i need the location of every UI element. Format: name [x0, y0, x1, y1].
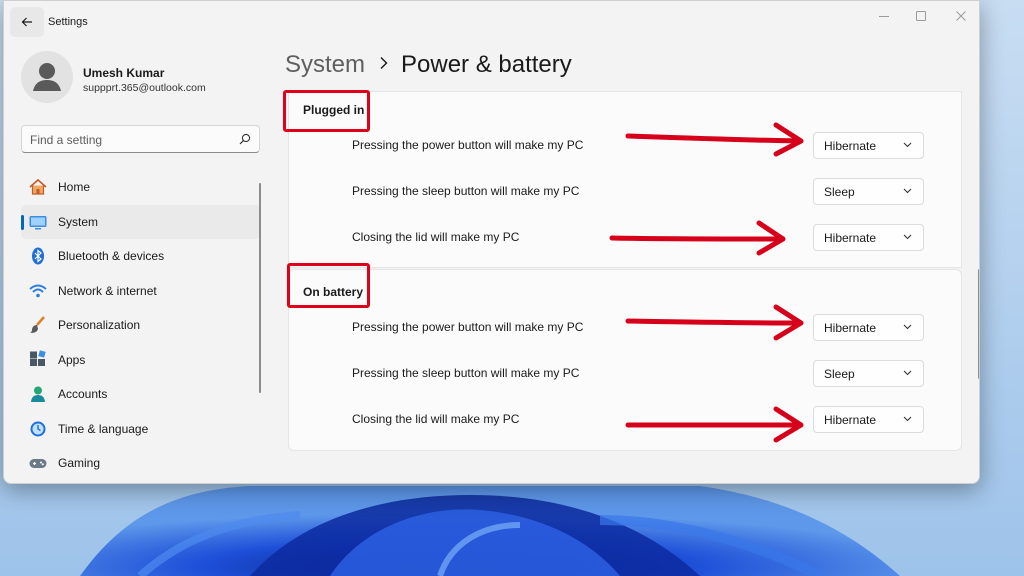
user-profile[interactable]: Umesh Kumar suppprt.365@outlook.com — [21, 49, 261, 105]
page-title: Power & battery — [401, 51, 572, 78]
time-language-icon — [28, 419, 48, 439]
setting-label: Pressing the sleep button will make my P… — [352, 366, 580, 380]
user-name: Umesh Kumar — [83, 66, 165, 80]
setting-label: Pressing the sleep button will make my P… — [352, 184, 580, 198]
chevron-right-icon — [379, 56, 389, 75]
avatar — [21, 51, 73, 103]
search-box — [21, 125, 260, 153]
sidebar-item-label: Gaming — [58, 456, 101, 471]
chevron-down-icon — [903, 324, 912, 330]
apps-icon — [28, 350, 48, 370]
active-indicator — [21, 214, 24, 230]
title-bar: Settings — [4, 1, 979, 41]
search-input[interactable] — [30, 131, 230, 148]
plugged-in-section: Plugged in Pressing the power button wil… — [288, 91, 962, 268]
sidebar-item-label: Apps — [58, 352, 86, 367]
battery-sleep-button-dropdown[interactable]: Sleep — [813, 360, 924, 387]
sidebar-item-label: Bluetooth & devices — [58, 249, 165, 264]
sidebar-nav: Home System Bluetooth & devices Network … — [21, 170, 261, 481]
chevron-down-icon — [903, 416, 912, 422]
minimize-icon — [879, 16, 889, 17]
search-icon[interactable] — [239, 133, 251, 145]
battery-lid-close-dropdown[interactable]: Hibernate — [813, 406, 924, 433]
dropdown-value: Sleep — [824, 184, 855, 199]
setting-label: Closing the lid will make my PC — [352, 230, 520, 244]
network-icon — [28, 281, 48, 301]
gaming-icon — [28, 453, 48, 473]
chevron-down-icon — [903, 234, 912, 240]
setting-label: Pressing the power button will make my P… — [352, 320, 584, 334]
minimize-button[interactable] — [864, 5, 904, 27]
dropdown-value: Hibernate — [824, 138, 877, 153]
chevron-down-icon — [903, 188, 912, 194]
close-button[interactable] — [941, 5, 979, 27]
brush-icon — [28, 315, 48, 335]
dropdown-value: Hibernate — [824, 412, 877, 427]
sidebar-item-label: Time & language — [58, 421, 149, 436]
user-email: suppprt.365@outlook.com — [83, 82, 206, 94]
accounts-icon — [28, 384, 48, 404]
sidebar-item-network-internet[interactable]: Network & internet — [21, 274, 261, 309]
app-title: Settings — [48, 16, 88, 28]
settings-window: Settings Umesh Kumar suppprt.365@outlook… — [3, 0, 980, 484]
section-title: On battery — [303, 285, 364, 299]
main-scrollbar[interactable] — [978, 269, 979, 379]
chevron-down-icon — [903, 370, 912, 376]
setting-row: Pressing the power button will make my P… — [289, 306, 961, 351]
maximize-icon — [916, 11, 926, 21]
sidebar-item-gaming[interactable]: Gaming — [21, 446, 261, 481]
sidebar-item-personalization[interactable]: Personalization — [21, 308, 261, 343]
sidebar-item-label: Personalization — [58, 318, 141, 333]
dropdown-value: Hibernate — [824, 320, 877, 335]
plugged-power-button-dropdown[interactable]: Hibernate — [813, 132, 924, 159]
setting-label: Pressing the power button will make my P… — [352, 138, 584, 152]
back-button[interactable] — [10, 7, 44, 37]
battery-power-button-dropdown[interactable]: Hibernate — [813, 314, 924, 341]
bluetooth-icon — [28, 246, 48, 266]
home-icon — [28, 177, 48, 197]
dropdown-value: Hibernate — [824, 230, 877, 245]
setting-row: Closing the lid will make my PC Hibernat… — [289, 216, 961, 261]
dropdown-value: Sleep — [824, 366, 855, 381]
sidebar-item-label: Home — [58, 180, 91, 195]
section-title: Plugged in — [303, 103, 365, 117]
sidebar-item-bluetooth-devices[interactable]: Bluetooth & devices — [21, 239, 261, 274]
sidebar-item-home[interactable]: Home — [21, 170, 261, 205]
close-icon — [956, 11, 966, 21]
maximize-button[interactable] — [901, 5, 941, 27]
chevron-down-icon — [903, 142, 912, 148]
setting-row: Pressing the power button will make my P… — [289, 124, 961, 169]
setting-label: Closing the lid will make my PC — [352, 412, 520, 426]
sidebar-item-label: Network & internet — [58, 283, 157, 298]
sidebar-item-label: System — [58, 214, 99, 229]
sidebar-scrollbar[interactable] — [259, 183, 261, 393]
setting-row: Pressing the sleep button will make my P… — [289, 170, 961, 215]
breadcrumb-parent[interactable]: System — [285, 51, 366, 78]
sidebar-item-apps[interactable]: Apps — [21, 343, 261, 378]
system-icon — [28, 212, 48, 232]
on-battery-highlight-box — [287, 263, 370, 308]
plugged-sleep-button-dropdown[interactable]: Sleep — [813, 178, 924, 205]
plugged-in-highlight-box — [283, 90, 370, 132]
sidebar-item-accounts[interactable]: Accounts — [21, 377, 261, 412]
setting-row: Pressing the sleep button will make my P… — [289, 352, 961, 397]
plugged-lid-close-dropdown[interactable]: Hibernate — [813, 224, 924, 251]
back-arrow-icon — [21, 17, 32, 27]
sidebar-item-time-language[interactable]: Time & language — [21, 412, 261, 447]
user-avatar-icon — [33, 63, 61, 91]
setting-row: Closing the lid will make my PC Hibernat… — [289, 398, 961, 443]
sidebar-item-system[interactable]: System — [21, 204, 261, 239]
sidebar-item-label: Accounts — [58, 387, 108, 402]
breadcrumb: System Power & battery — [285, 51, 572, 79]
on-battery-section: On battery Pressing the power button wil… — [288, 269, 962, 451]
